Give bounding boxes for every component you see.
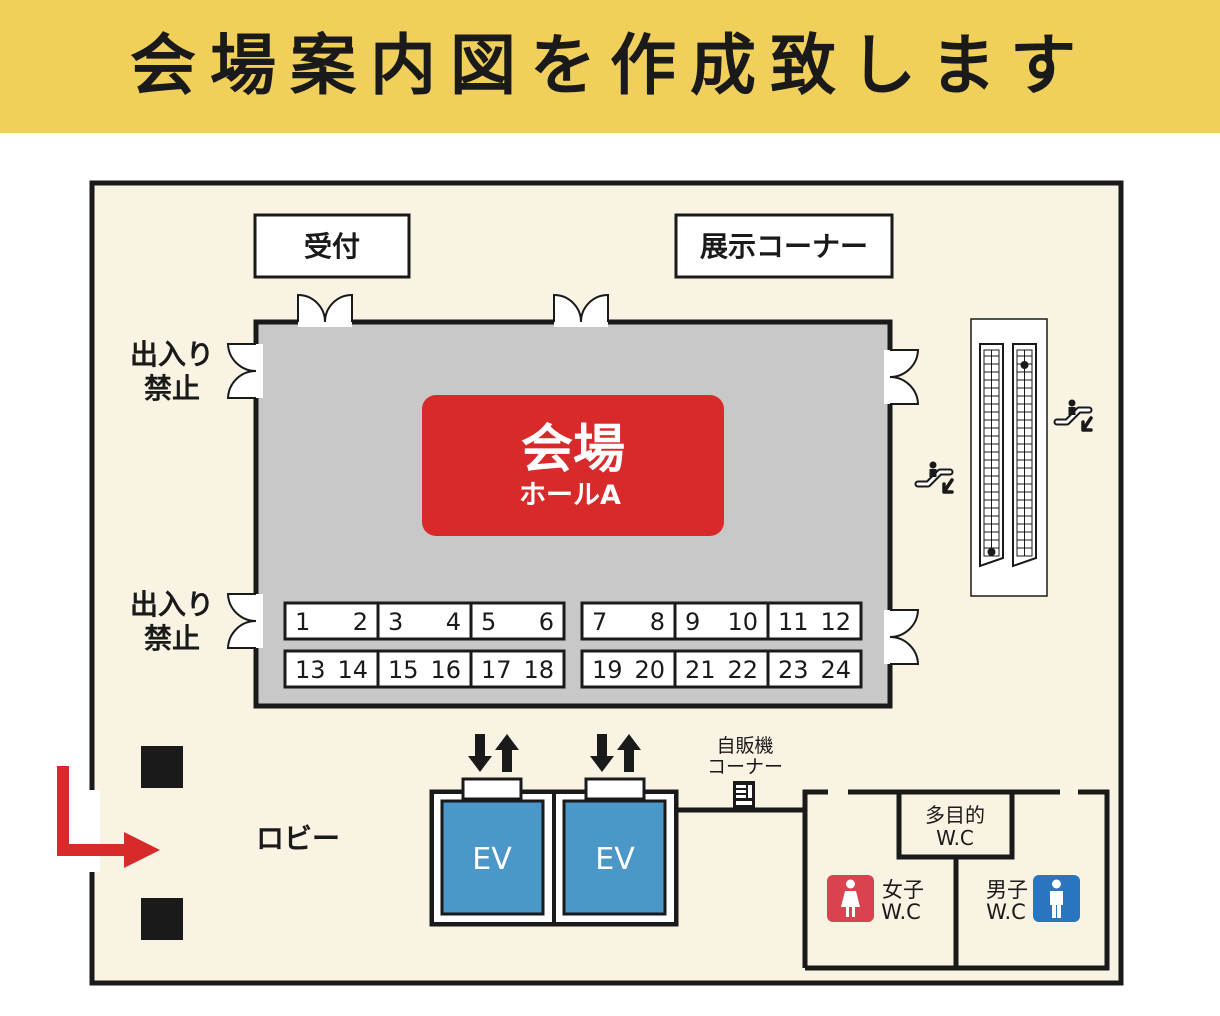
reception-room[interactable]: 受付 — [253, 213, 411, 279]
no-entry-line1: 出入り — [130, 588, 214, 621]
elevator-2-label: EV — [595, 842, 635, 877]
no-entry-line2: 禁止 — [144, 622, 200, 655]
booth-9[interactable]: 9 — [685, 608, 700, 636]
pillar — [141, 898, 183, 940]
pillar — [141, 746, 183, 788]
entrance-gap — [86, 790, 100, 872]
booth-6[interactable]: 6 — [539, 608, 554, 636]
booth-5[interactable]: 5 — [481, 608, 496, 636]
booth-17[interactable]: 17 — [481, 656, 512, 684]
elevator-bank[interactable]: EV EV — [429, 777, 679, 927]
no-entry-upper: 出入り 禁止 — [130, 338, 214, 405]
multipurpose-line2: W.C — [936, 826, 974, 850]
restroom-block — [802, 789, 1110, 971]
booth-1[interactable]: 1 — [295, 608, 310, 636]
elevator-1-label: EV — [472, 842, 512, 877]
no-entry-line1: 出入り — [130, 338, 214, 371]
reception-label: 受付 — [304, 230, 360, 263]
booth-group — [283, 601, 566, 641]
hall-sub: ホールA — [519, 480, 621, 511]
booth-19[interactable]: 19 — [592, 656, 623, 684]
hall-sign: 会場 ホールA — [422, 395, 724, 536]
vending-line1: 自販機 — [716, 735, 773, 757]
booth-10[interactable]: 10 — [727, 608, 758, 636]
hall-doors — [226, 293, 920, 665]
booth-group — [283, 649, 566, 689]
booth-23[interactable]: 23 — [778, 656, 809, 684]
no-entry-line2: 禁止 — [144, 372, 200, 405]
page-title: 会場案内図を作成致します — [130, 27, 1090, 104]
booth-7[interactable]: 7 — [592, 608, 607, 636]
male-line1: 男子 — [986, 878, 1028, 902]
title-banner: 会場案内図を作成致します — [0, 0, 1220, 133]
booth-24[interactable]: 24 — [820, 656, 851, 684]
booth-22[interactable]: 22 — [727, 656, 758, 684]
female-line2: W.C — [881, 900, 921, 924]
booth-8[interactable]: 8 — [650, 608, 665, 636]
booth-15[interactable]: 15 — [388, 656, 419, 684]
booth-18[interactable]: 18 — [523, 656, 554, 684]
lobby-label: ロビー — [256, 822, 340, 855]
vending-corner[interactable]: 自販機 コーナー — [707, 735, 783, 809]
female-line1: 女子 — [882, 878, 924, 902]
booth-11[interactable]: 11 — [778, 608, 809, 636]
no-entry-lower: 出入り 禁止 — [130, 588, 214, 655]
hall-name: 会場 — [521, 420, 625, 480]
exhibition-corner[interactable]: 展示コーナー — [674, 213, 894, 279]
multipurpose-line1: 多目的 — [925, 803, 985, 827]
booth-group — [580, 601, 863, 641]
escalator-area[interactable] — [970, 318, 1048, 597]
male-figure — [1050, 879, 1063, 918]
booth-3[interactable]: 3 — [388, 608, 403, 636]
booth-4[interactable]: 4 — [446, 608, 461, 636]
booth-group — [580, 649, 863, 689]
elevator-arrows-icon — [468, 734, 641, 772]
booth-21[interactable]: 21 — [685, 656, 716, 684]
booth-14[interactable]: 14 — [337, 656, 368, 684]
booth-2[interactable]: 2 — [353, 608, 368, 636]
vending-line2: コーナー — [707, 756, 783, 778]
female-wc[interactable]: 女子 W.C — [827, 875, 924, 924]
booth-13[interactable]: 13 — [295, 656, 326, 684]
male-wc[interactable]: 男子 W.C — [986, 875, 1080, 924]
booth-20[interactable]: 20 — [634, 656, 665, 684]
escalator-icon — [1053, 399, 1093, 432]
multipurpose-wc[interactable]: 多目的 W.C — [925, 803, 985, 850]
female-figure — [841, 879, 860, 917]
male-line2: W.C — [986, 900, 1026, 924]
escalator-icon — [914, 461, 954, 494]
exhibition-label: 展示コーナー — [700, 230, 868, 263]
booth-12[interactable]: 12 — [820, 608, 851, 636]
entrance-arrow-icon — [57, 766, 160, 868]
booth-16[interactable]: 16 — [430, 656, 461, 684]
vending-machine-icon — [733, 781, 755, 809]
